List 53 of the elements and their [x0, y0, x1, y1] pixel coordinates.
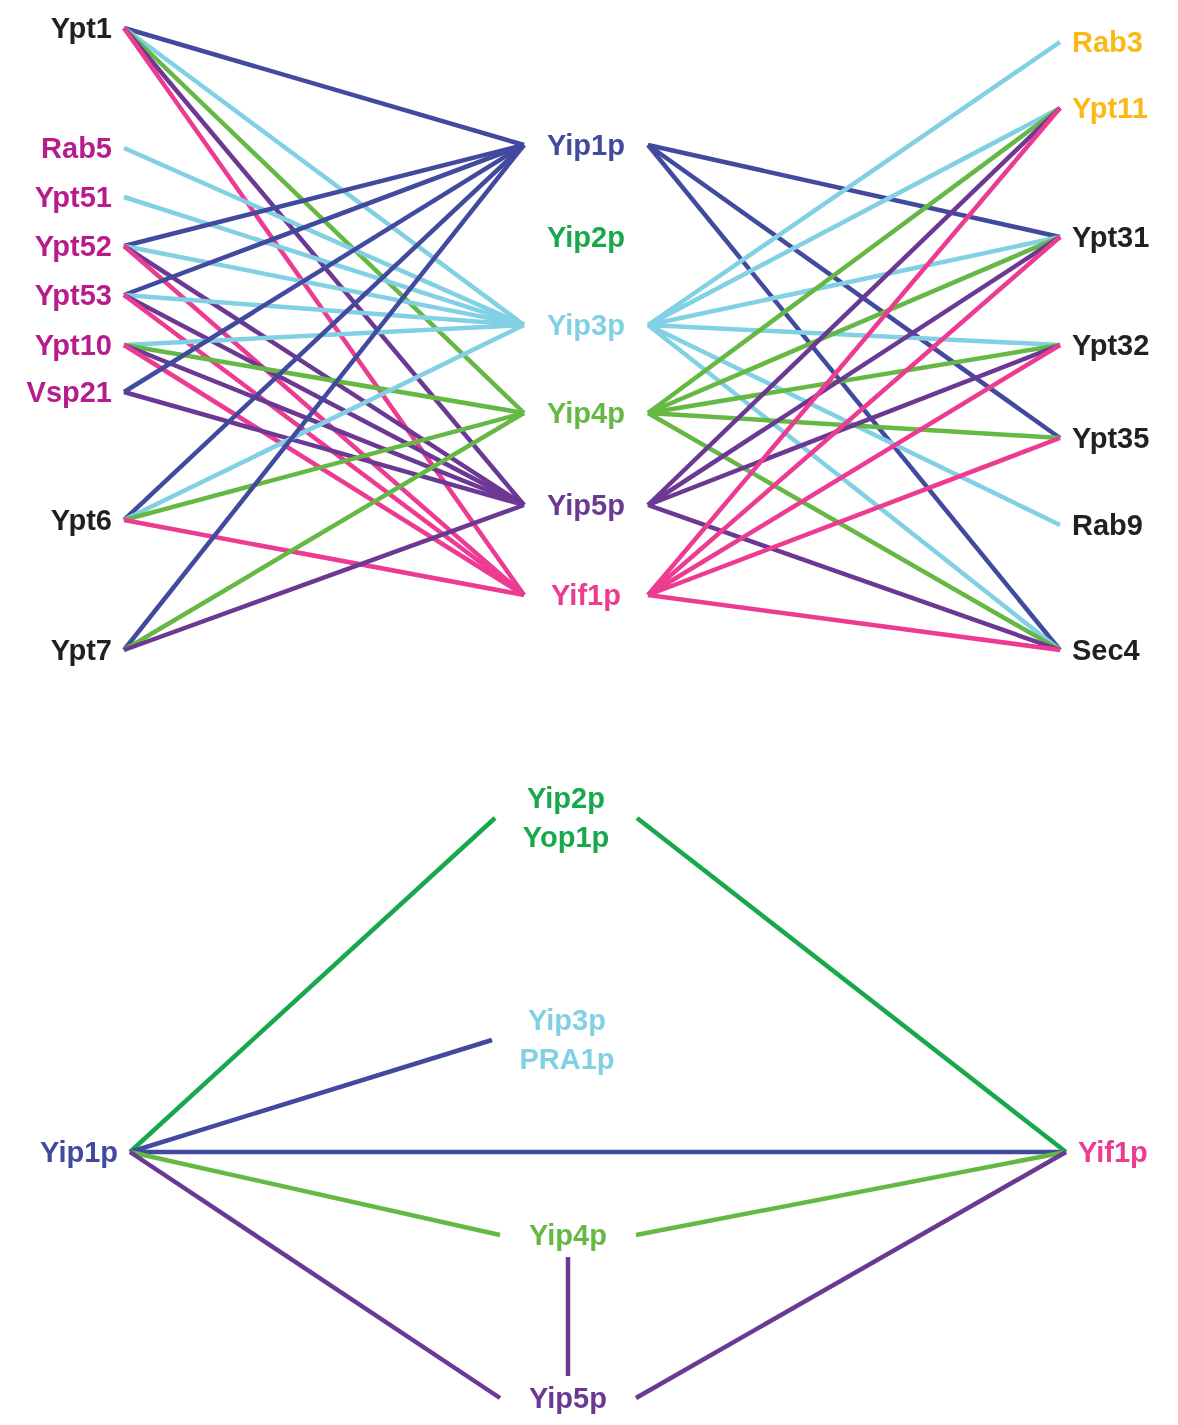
protein-label: Yif1p — [524, 575, 648, 615]
protein-label: Ypt51 — [0, 177, 124, 217]
interaction-line — [123, 502, 525, 653]
protein-label: Yip5p — [500, 1376, 636, 1420]
interaction-line — [635, 1149, 1067, 1238]
interaction-line — [123, 410, 525, 523]
protein-label: Ypt6 — [0, 500, 124, 540]
interaction-line — [122, 143, 526, 652]
interaction-line — [647, 142, 1061, 240]
interaction-line — [123, 517, 525, 598]
protein-label: PRA1p — [519, 1042, 615, 1077]
interaction-line — [122, 343, 526, 597]
interaction-line — [646, 143, 1062, 440]
protein-label: Yip4p — [500, 1213, 636, 1257]
protein-label: Ypt35 — [1060, 418, 1178, 458]
protein-label: Sec4 — [1060, 630, 1178, 670]
protein-label: Yip3p — [524, 305, 648, 345]
protein-label: Rab3 — [1060, 22, 1178, 62]
interaction-line — [647, 592, 1061, 653]
interaction-line — [634, 1150, 1068, 1400]
interaction-line — [122, 26, 526, 415]
interaction-line — [635, 816, 1068, 1154]
interaction-line — [128, 816, 497, 1154]
protein-label: Ypt32 — [1060, 325, 1178, 365]
protein-label: Yip5p — [524, 485, 648, 525]
protein-label: Yop1p — [522, 820, 610, 855]
interaction-line — [129, 1149, 501, 1238]
interaction-line — [123, 25, 525, 148]
interaction-line — [123, 389, 525, 508]
protein-label: Yip3p — [528, 1002, 606, 1038]
protein-label: Ypt7 — [0, 630, 124, 670]
protein-label: Ypt11 — [1060, 88, 1178, 128]
protein-label: Ypt1 — [0, 8, 124, 48]
protein-label: Rab9 — [1060, 505, 1178, 545]
protein-label: Rab5 — [0, 128, 124, 168]
protein-label: Yip2p — [527, 780, 605, 816]
interaction-line — [646, 143, 1062, 652]
protein-label: Yip2p — [524, 217, 648, 257]
protein-label: Ypt53 — [0, 275, 124, 315]
interaction-line — [646, 106, 1062, 597]
protein-label: Yip1p — [0, 1130, 130, 1174]
protein-label: Yip4p — [524, 393, 648, 433]
interaction-line — [565, 1257, 571, 1376]
interaction-line — [122, 26, 526, 597]
protein-label: Yif1p — [1066, 1130, 1178, 1174]
protein-label: Ypt52 — [0, 226, 124, 266]
interaction-line — [128, 1150, 502, 1400]
protein-label: Ypt10 — [0, 325, 124, 365]
protein-label: Yip1p — [524, 125, 648, 165]
interaction-line — [123, 342, 525, 416]
interaction-line — [123, 142, 525, 249]
protein-label: Vsp21 — [0, 372, 124, 412]
protein-label: Ypt31 — [1060, 217, 1178, 257]
